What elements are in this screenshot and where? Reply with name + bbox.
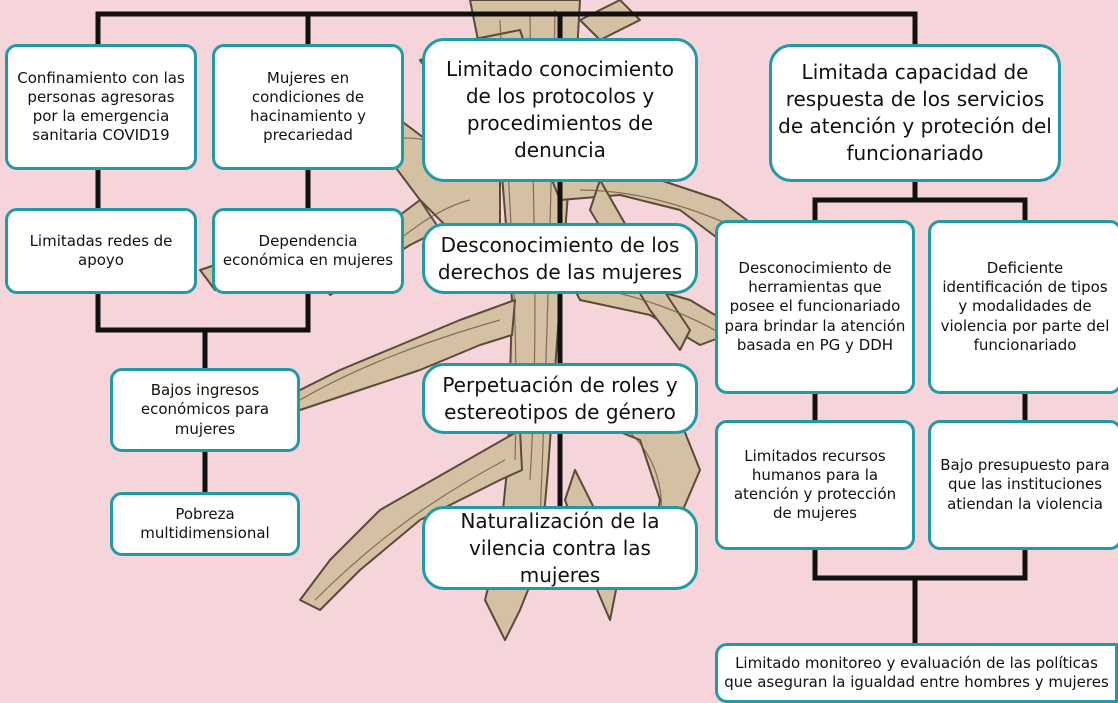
node-recursos-humanos: Limitados recursos humanos para la atenc… — [715, 420, 915, 550]
node-confinamiento-text: Confinamiento con las personas agresoras… — [17, 68, 185, 145]
node-hacinamiento: Mujeres en condiciones de hacinamiento y… — [212, 44, 404, 170]
node-desconocimiento-herramientas: Desconocimiento de herramientas que pose… — [715, 220, 915, 394]
node-desconocimiento-derechos-text: Desconocimiento de los derechos de las m… — [437, 232, 683, 284]
node-desconocimiento-derechos: Desconocimiento de los derechos de las m… — [422, 223, 698, 294]
node-pobreza: Pobreza multidimensional — [110, 492, 300, 556]
node-limitado-conocimiento: Limitado conocimiento de los protocolos … — [422, 38, 698, 182]
connector-lines — [95, 11, 1028, 648]
node-pobreza-text: Pobreza multidimensional — [140, 504, 270, 542]
node-monitoreo-text: Limitado monitoreo y evaluación de las p… — [724, 653, 1109, 691]
node-perpetuacion: Perpetuación de roles y estereotipos de … — [422, 363, 698, 434]
node-limitada-capacidad-text: Limitada capacidad de respuesta de los s… — [778, 60, 1052, 165]
node-deficiente-identificacion: Deficiente identificación de tipos y mod… — [928, 220, 1118, 394]
node-recursos-humanos-text: Limitados recursos humanos para la atenc… — [733, 446, 897, 523]
node-dependencia: Dependencia económica en mujeres — [212, 208, 404, 294]
node-hacinamiento-text: Mujeres en condiciones de hacinamiento y… — [249, 68, 367, 145]
node-naturalizacion-text: Naturalización de la vilencia contra las… — [460, 508, 660, 587]
node-dependencia-text: Dependencia económica en mujeres — [222, 231, 394, 269]
node-bajos-ingresos: Bajos ingresos económicos para mujeres — [110, 368, 300, 452]
node-limitado-conocimiento-text: Limitado conocimiento de los protocolos … — [446, 57, 674, 162]
node-bajo-presupuesto-text: Bajo presupuesto para que las institucio… — [940, 456, 1110, 513]
node-deficiente-identificacion-text: Deficiente identificación de tipos y mod… — [940, 259, 1110, 354]
node-perpetuacion-text: Perpetuación de roles y estereotipos de … — [442, 372, 678, 424]
node-bajos-ingresos-text: Bajos ingresos económicos para mujeres — [140, 381, 270, 438]
node-confinamiento: Confinamiento con las personas agresoras… — [5, 44, 197, 170]
node-limitada-capacidad: Limitada capacidad de respuesta de los s… — [769, 44, 1061, 182]
node-redes-apoyo: Limitadas redes de apoyo — [5, 208, 197, 294]
node-monitoreo: Limitado monitoreo y evaluación de las p… — [715, 643, 1118, 703]
node-bajo-presupuesto: Bajo presupuesto para que las institucio… — [928, 420, 1118, 550]
node-redes-apoyo-text: Limitadas redes de apoyo — [29, 231, 173, 269]
node-desconocimiento-herramientas-text: Desconocimiento de herramientas que pose… — [724, 259, 906, 354]
node-naturalizacion: Naturalización de la vilencia contra las… — [422, 506, 698, 590]
